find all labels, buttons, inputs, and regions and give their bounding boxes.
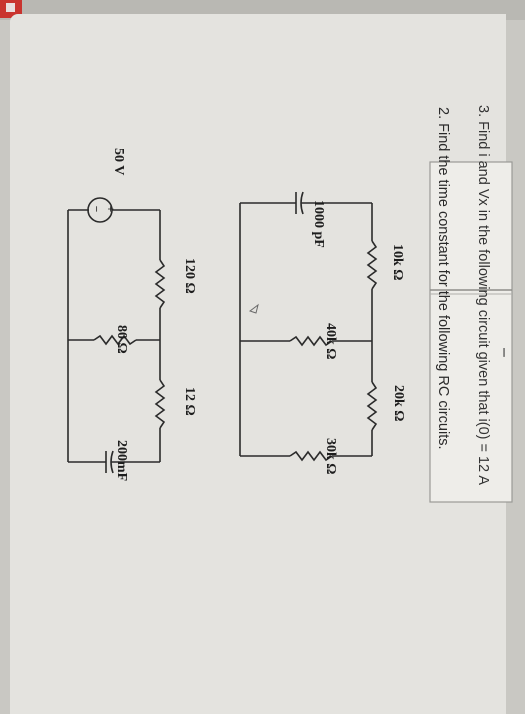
tab-glyph	[6, 3, 15, 12]
answer-form-box[interactable]: –	[429, 161, 513, 503]
capacitor-1000pf-label: 1000 pF	[311, 200, 326, 248]
resistor-80-label: 80 Ω	[114, 325, 129, 354]
resistor-120-icon	[154, 259, 166, 309]
resistor-120-label: 120 Ω	[182, 258, 197, 294]
question-3-text: 3. Find i and Vx in the following circui…	[475, 105, 491, 486]
paper-page	[10, 14, 506, 714]
resistor-40k-icon	[289, 335, 333, 347]
resistor-12-icon	[154, 379, 166, 429]
voltage-source-label: 50 V	[111, 148, 126, 175]
resistor-10k-icon	[366, 240, 378, 290]
resistor-12-label: 12 Ω	[182, 387, 197, 416]
question-2-text: 2. Find the time constant for the follow…	[435, 107, 451, 450]
form-field-value: –	[496, 348, 513, 357]
resistor-20k-label: 20k Ω	[391, 385, 406, 422]
resistor-30k-label: 30k Ω	[323, 438, 338, 475]
resistor-10k-label: 10k Ω	[390, 244, 405, 281]
resistor-30k-icon	[289, 450, 333, 462]
circuit-a	[239, 191, 378, 462]
resistor-20k-icon	[366, 381, 378, 431]
mouse-cursor-icon	[248, 303, 259, 314]
source-minus-sign: −	[90, 206, 102, 212]
resistor-40k-label: 40k Ω	[323, 323, 338, 360]
source-plus-sign: +	[104, 206, 116, 212]
resistor-80-icon	[93, 334, 137, 346]
circuit-b	[67, 197, 166, 474]
capacitor-200mf-label: 200mF	[114, 440, 129, 481]
app-tab-icon[interactable]	[0, 0, 22, 18]
